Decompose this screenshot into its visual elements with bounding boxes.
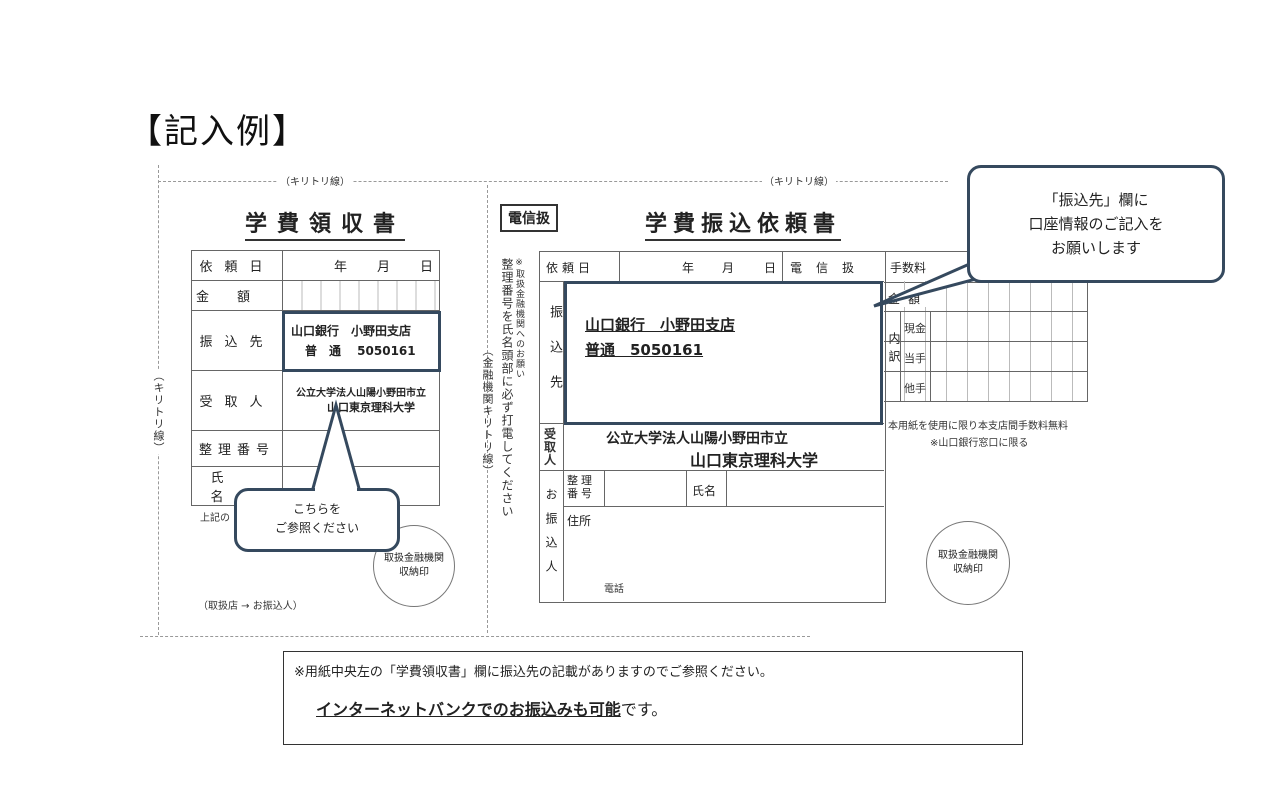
receipt-footer-note: 上記の xyxy=(200,513,230,524)
cash-label: 現金 xyxy=(904,322,926,335)
receipt-dest-account: 普 通 5050161 xyxy=(305,344,416,358)
receipt-amount-label: 金額 xyxy=(191,280,283,311)
receipt-date-label: 依頼日 xyxy=(191,250,283,281)
transfer-phone-label: 電話 xyxy=(604,584,624,595)
callout-top-line3: お願いします xyxy=(1050,239,1141,257)
receipt-month: 月 xyxy=(376,260,390,275)
receipt-stamp: 取扱金融機関 収納印 xyxy=(373,525,455,607)
transfer-stamp-line1: 取扱金融機関 xyxy=(938,550,998,561)
callout-top-line1: 「振込先」欄に xyxy=(1043,191,1149,209)
transfer-payer-label: お振込人 xyxy=(544,488,558,584)
callout-bottom-line2: ご参照ください xyxy=(274,521,359,535)
receipt-recipient-line1: 公立大学法人山陽小野田市立 xyxy=(296,387,426,399)
telegraph-badge: 電信扱 xyxy=(500,204,558,232)
notice-line2: インターネットバンクでのお振込みも可能です。 xyxy=(284,680,1022,720)
transfer-table xyxy=(539,251,886,603)
notice-rest: です。 xyxy=(620,700,668,719)
transfer-recipient-line2: 山口東京理科大学 xyxy=(690,451,819,470)
callout-bottom-line1: こちらを xyxy=(292,502,341,516)
fee-label: 手数料 xyxy=(890,261,927,275)
transfer-month: 月 xyxy=(722,261,735,275)
receipt-amount-field xyxy=(282,280,440,311)
transfer-stamp: 取扱金融機関 収納印 xyxy=(926,521,1010,605)
notice-box: ※用紙中央左の「学費領収書」欄に振込先の記載がありますのでご参照ください。 イン… xyxy=(283,651,1023,745)
cut-line-vertical-label: （キリトリ線） xyxy=(150,370,166,454)
fee-note: 本用紙を使用に限り本支店間手数料無料 xyxy=(888,421,1068,432)
transfer-ref-label: 整理番号 xyxy=(567,474,595,500)
breakdown-label: 内訳 xyxy=(887,332,901,368)
transfer-dest-account: 普通 5050161 xyxy=(585,341,704,359)
transfer-title: 学費振込依頼書 xyxy=(645,206,842,241)
receipt-dest-highlight: 山口銀行 小野田支店 普 通 5050161 xyxy=(282,311,441,372)
own-check-label: 当手 xyxy=(904,352,926,365)
transfer-recipient-label: 受取人 xyxy=(544,427,557,467)
other-check-label: 他手 xyxy=(904,382,926,395)
callout-top: 「振込先」欄に 口座情報のご記入を お願いします xyxy=(967,165,1225,283)
cut-line-middle xyxy=(487,185,488,633)
receipt-year: 年 xyxy=(333,260,347,275)
transfer-stamp-line2: 収納印 xyxy=(953,564,983,575)
cut-line-top xyxy=(158,181,948,182)
transfer-dest-highlight: 山口銀行 小野田支店 普通 5050161 xyxy=(564,281,883,425)
cut-line-label-right: （キリトリ線） xyxy=(762,173,836,188)
transfer-telegraph-label: 電信扱 xyxy=(790,261,869,275)
transfer-name-label: 氏名 xyxy=(692,484,717,498)
receipt-ref-label: 整理番号 xyxy=(191,430,283,467)
notice-line1: ※用紙中央左の「学費領収書」欄に振込先の記載がありますのでご参照ください。 xyxy=(294,665,773,680)
transfer-recipient-line1: 公立大学法人山陽小野田市立 xyxy=(606,431,788,447)
transfer-dest-label: 振込先 xyxy=(547,305,562,410)
middle-note-2: 整理番号を氏名頭部に必ず打電してください xyxy=(500,258,514,518)
receipt-stamp-line2: 収納印 xyxy=(399,567,429,578)
window-note: ※山口銀行窓口に限る xyxy=(930,438,1029,449)
transfer-address-label: 住所 xyxy=(567,514,592,528)
receipt-recipient-line2: 山口東京理科大学 xyxy=(327,400,415,414)
transfer-date-label: 依頼日 xyxy=(546,261,595,275)
middle-note-1: ※取扱金融機関へのお願い xyxy=(514,258,524,379)
transfer-year: 年 xyxy=(682,261,695,275)
receipt-stamp-line1: 取扱金融機関 xyxy=(384,553,444,564)
receipt-dest-bank: 山口銀行 小野田支店 xyxy=(291,324,412,338)
notice-emphasis: インターネットバンクでのお振込みも可能 xyxy=(316,700,621,719)
callout-top-line2: 口座情報のご記入を xyxy=(1028,215,1164,233)
receipt-handover: （取扱店 → お振込人） xyxy=(198,601,303,612)
receipt-day: 日 xyxy=(419,260,433,275)
cut-line-label-left: （キリトリ線） xyxy=(278,173,352,188)
page-title: 【記入例】 xyxy=(128,112,308,152)
middle-note-3: （金融機関キリトリ線） xyxy=(481,345,494,477)
cut-line-bottom xyxy=(140,636,810,637)
receipt-dest-label: 振込先 xyxy=(191,310,283,371)
receipt-title: 学費領収書 xyxy=(245,206,406,241)
transfer-day: 日 xyxy=(764,261,777,275)
transfer-dest-bank: 山口銀行 小野田支店 xyxy=(585,316,736,334)
receipt-recipient-label: 受取人 xyxy=(191,370,283,431)
